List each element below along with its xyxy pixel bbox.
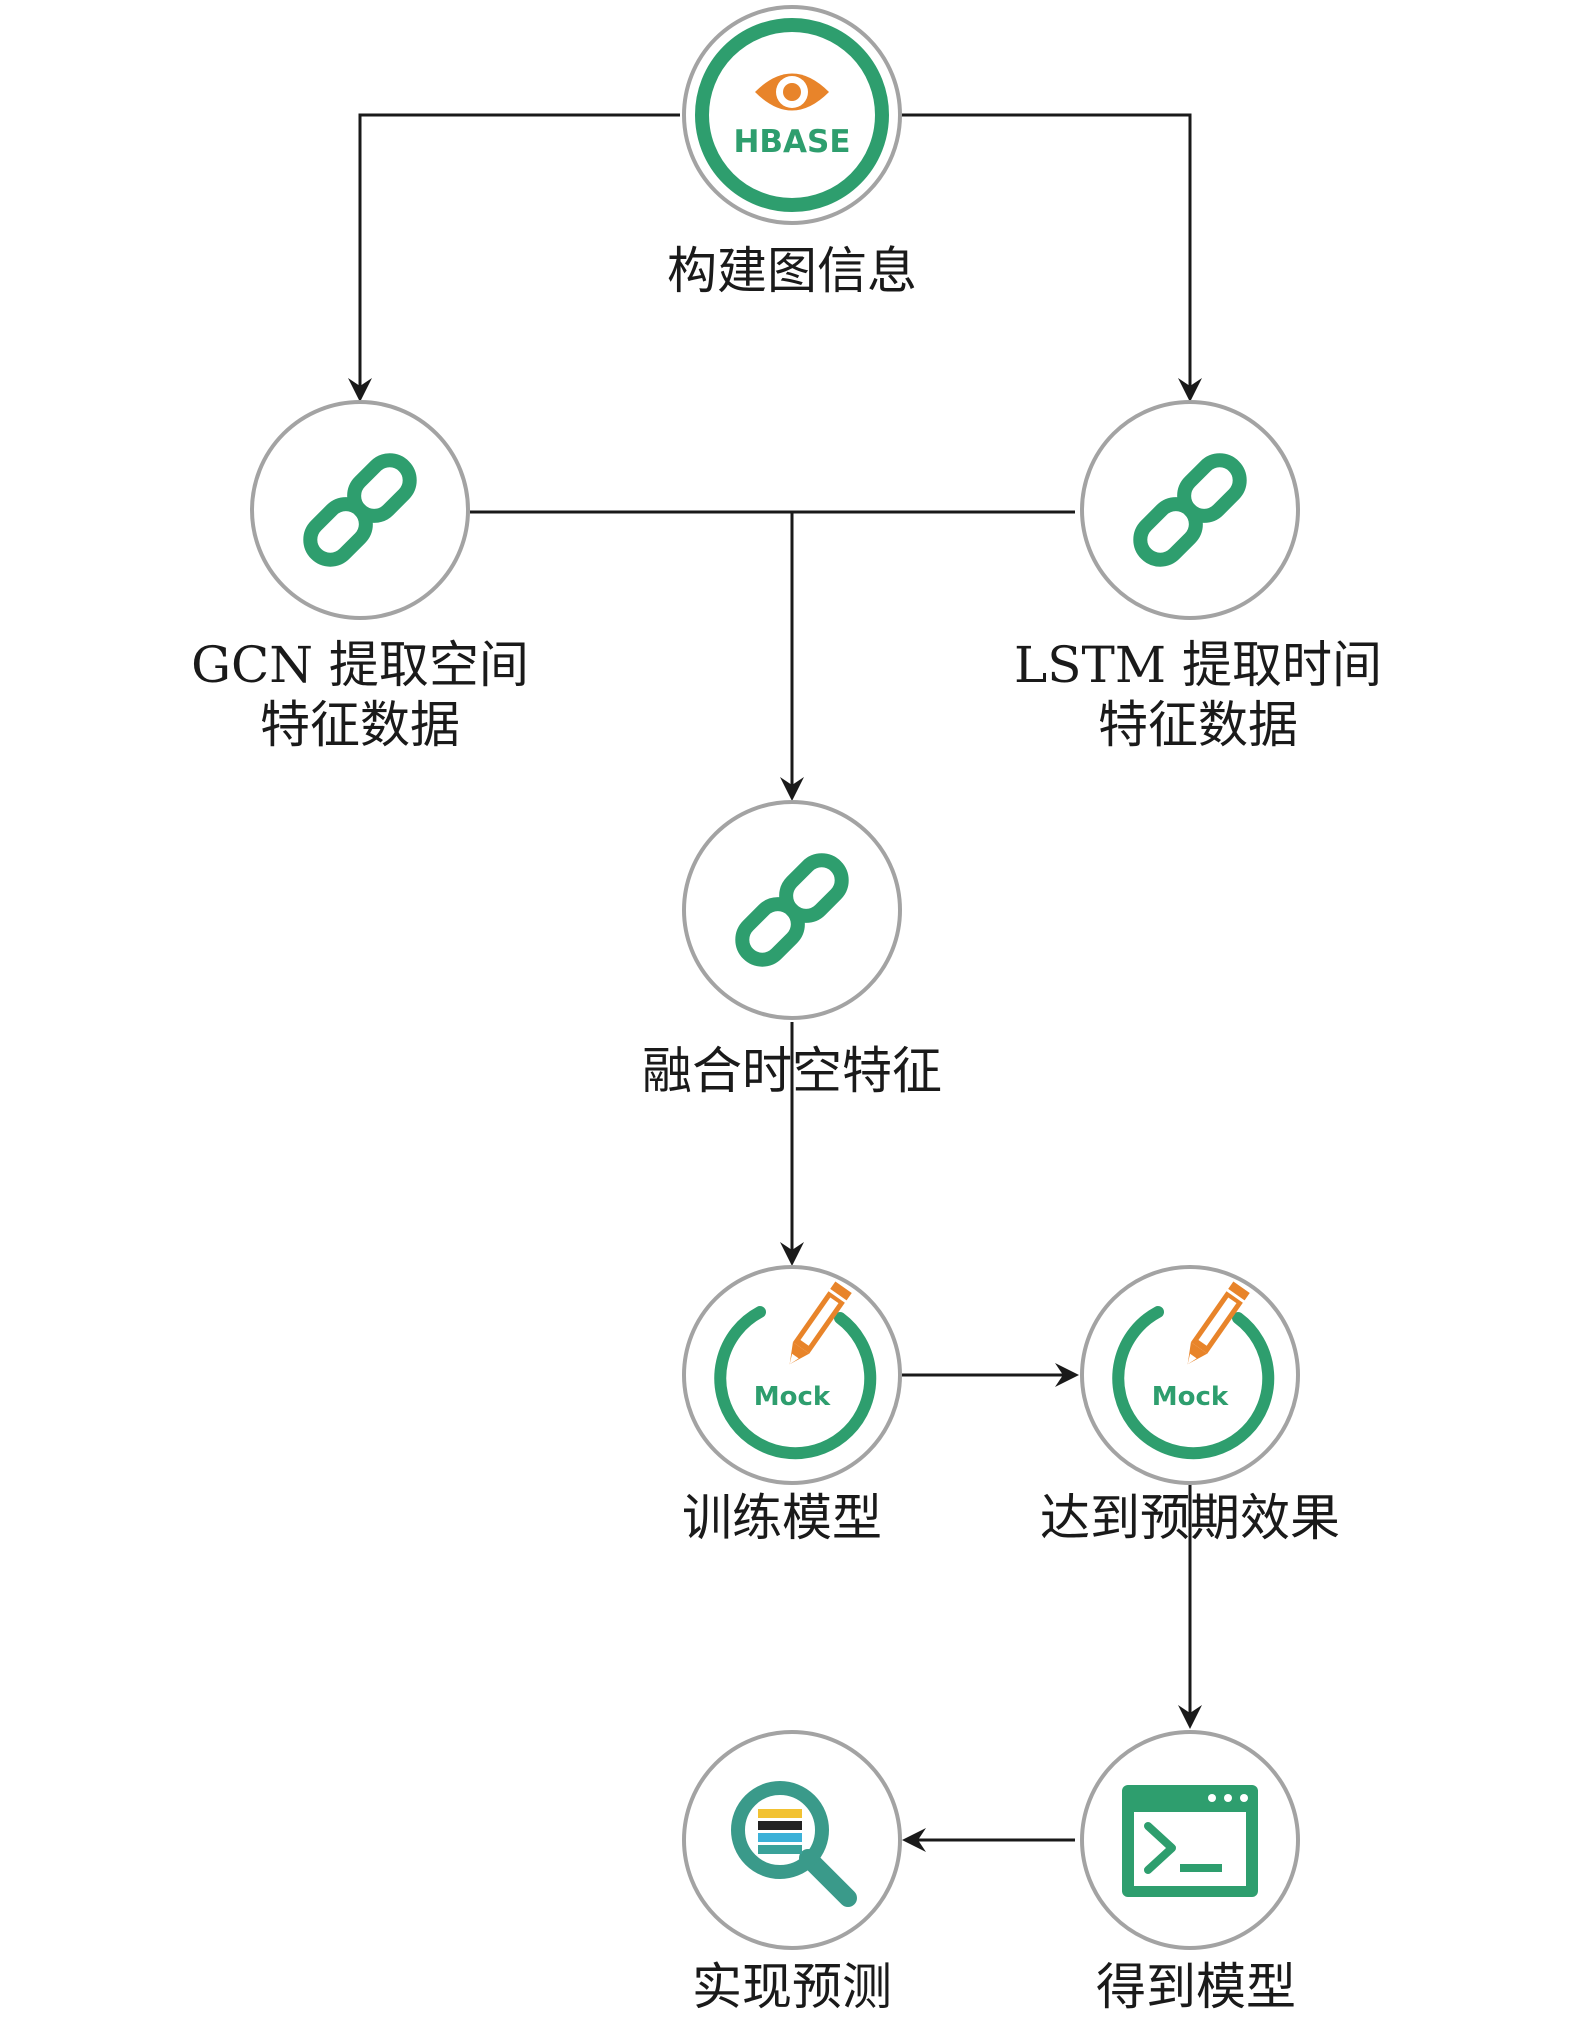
node-predict[interactable]: 实现预测 <box>682 1730 902 2016</box>
node-label-line1: GCN 提取空间 <box>191 636 529 694</box>
node-label-line2: 特征数据 <box>1098 696 1298 754</box>
node-label: 构建图信息 <box>667 242 917 300</box>
node-gcn[interactable]: GCN 提取空间 特征数据 <box>191 400 529 754</box>
node-label-line2: 特征数据 <box>260 696 460 754</box>
node-build-graph[interactable]: HBASE 构建图信息 <box>667 5 917 300</box>
hbase-eye-icon: HBASE <box>695 18 889 212</box>
node-fuse[interactable]: 融合时空特征 <box>642 800 942 1100</box>
node-label: 训练模型 <box>682 1489 882 1547</box>
node-label: 实现预测 <box>692 1958 892 2016</box>
node-train[interactable]: Mock 训练模型 <box>682 1265 902 1547</box>
mock-pencil-icon: Mock <box>714 1281 877 1460</box>
chain-link-icon <box>735 853 849 967</box>
node-get-model[interactable]: 得到模型 <box>1080 1730 1300 2016</box>
edge-build-to-lstm <box>900 113 1202 402</box>
svg-text:Mock: Mock <box>1152 1382 1229 1412</box>
node-label-line1: LSTM 提取时间 <box>1014 636 1382 694</box>
edge-build-to-gcn <box>348 113 680 402</box>
node-label: 融合时空特征 <box>642 1042 942 1100</box>
terminal-window-icon <box>1122 1785 1258 1897</box>
magnifier-icon <box>731 1781 857 1907</box>
svg-text:HBASE: HBASE <box>733 124 850 160</box>
mock-pencil-icon: Mock <box>1112 1281 1275 1460</box>
edges <box>348 113 1202 1852</box>
node-ring <box>682 5 902 225</box>
node-label: 达到预期效果 <box>1040 1489 1340 1547</box>
node-lstm[interactable]: LSTM 提取时间 特征数据 <box>1014 400 1382 754</box>
node-label: 得到模型 <box>1096 1958 1296 2016</box>
svg-text:Mock: Mock <box>754 1382 831 1412</box>
node-achieve[interactable]: Mock 达到预期效果 <box>1040 1265 1340 1547</box>
chain-link-icon <box>303 453 417 567</box>
chain-link-icon <box>1133 453 1247 567</box>
